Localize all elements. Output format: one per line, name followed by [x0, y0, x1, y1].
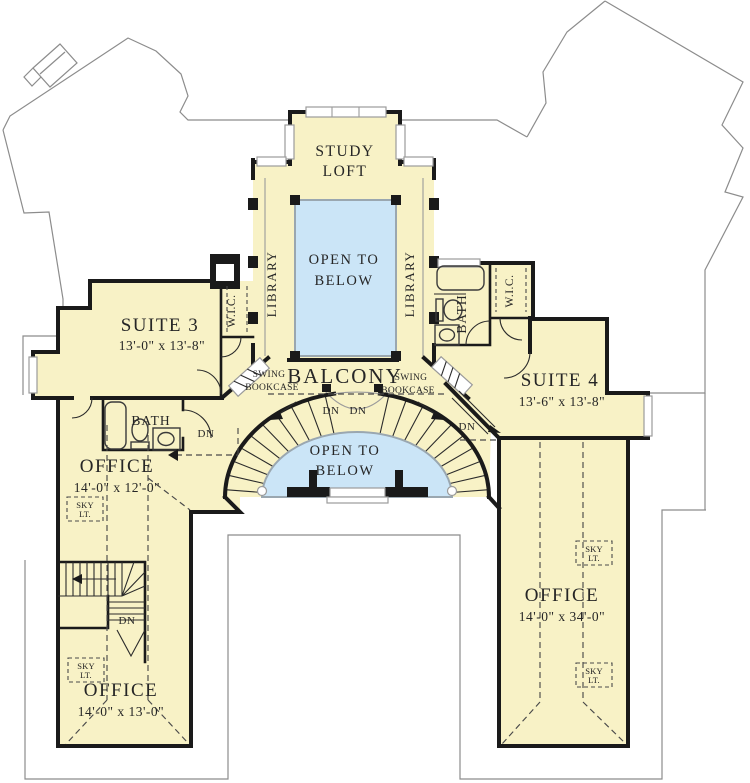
- labels-layer: STUDY LOFT OPEN TO BELOW LIBRARY LIBRARY…: [74, 143, 605, 719]
- label-suite4-name: SUITE 4: [521, 370, 600, 391]
- balcony-front-wall-left: [287, 487, 330, 497]
- bath-right-window: [437, 258, 481, 268]
- foyer-window: [329, 487, 386, 498]
- label-sky-3b: LT.: [588, 553, 600, 563]
- label-open-below-upper-1: OPEN TO: [309, 252, 380, 268]
- label-study-loft-2: LOFT: [323, 163, 368, 180]
- dn-arrow-left-path: [168, 449, 178, 461]
- label-swing-left-1: SWING: [253, 370, 286, 380]
- label-office-ll-name: OFFICE: [84, 680, 158, 701]
- stair-direction-arrow-left: [270, 412, 283, 420]
- label-office-ul-dims: 14'-0" x 12'-0": [74, 480, 160, 495]
- label-open-below-upper-2: BELOW: [314, 273, 373, 289]
- study-bay-window: [305, 106, 387, 118]
- tub-right: [436, 265, 485, 291]
- newel-post-left: [256, 485, 268, 497]
- label-swing-left-2: BOOKCASE: [245, 383, 299, 393]
- toilet-tank-right: [435, 298, 444, 322]
- stair-treads-right: [379, 394, 489, 494]
- dn-corridor-right: [451, 390, 501, 441]
- balcony-front-wall-right: [385, 487, 428, 497]
- open-to-below-upper-area: [294, 199, 397, 357]
- dashed-layer: [65, 268, 627, 745]
- label-library-right: LIBRARY: [402, 251, 417, 318]
- label-dn-office-path: DN: [198, 428, 215, 440]
- label-suite3-dims: 13'-0" x 13'-8": [119, 338, 205, 353]
- label-sky-2a: SKY: [77, 661, 95, 671]
- label-office-ll-dims: 14'-0" x 13'-0": [78, 704, 164, 719]
- label-open-below-lower-1: OPEN TO: [310, 443, 381, 459]
- skylight-box-1: [66, 496, 104, 522]
- skylight-box-3: [575, 540, 613, 566]
- label-dn-stair-left: DN: [323, 405, 340, 417]
- label-bath-right: BATH: [454, 294, 469, 333]
- windows-layer: [28, 106, 653, 437]
- suite3-bay-window: [28, 356, 38, 394]
- newel-post-right: [446, 485, 458, 497]
- suite4-bay-window: [643, 395, 653, 437]
- label-wic-right: W.I.C.: [504, 275, 516, 308]
- label-dn-wing-stairs: DN: [119, 615, 136, 627]
- label-dn-stair-right: DN: [350, 405, 367, 417]
- label-sky-1b: LT.: [79, 509, 91, 519]
- label-sky-3a: SKY: [585, 544, 603, 554]
- swing-bookcase-right-shape: [430, 355, 474, 397]
- vanity-left: [152, 427, 181, 451]
- stair-treads-left: [225, 394, 335, 494]
- label-sky-2b: LT.: [80, 670, 92, 680]
- chimney-outline: [23, 43, 78, 88]
- stair-door-chevron: [116, 629, 146, 658]
- label-balcony: BALCONY: [287, 364, 403, 388]
- dn-arrow-right: [488, 425, 501, 433]
- label-office-ul-name: OFFICE: [80, 456, 154, 477]
- fixtures-layer: [104, 254, 485, 451]
- skylight-box-4: [575, 662, 613, 688]
- label-office-r-dims: 14'-0" x 34'-0": [519, 609, 605, 624]
- label-suite4-dims: 13'-6" x 13'-8": [519, 394, 605, 409]
- label-library-left: LIBRARY: [264, 251, 279, 318]
- label-sky-4b: LT.: [588, 675, 600, 685]
- label-swing-right-1: SWING: [395, 373, 428, 383]
- label-suite3-name: SUITE 3: [121, 315, 200, 336]
- left-wing-stairs: [58, 561, 146, 658]
- label-sky-1a: SKY: [76, 500, 94, 510]
- upper-open-area: [248, 178, 439, 361]
- doors-layer: [71, 317, 531, 439]
- label-study-loft-1: STUDY: [315, 143, 374, 160]
- label-wic-left: W.I.C.: [226, 295, 238, 328]
- label-sky-4a: SKY: [585, 666, 603, 676]
- label-swing-right-2: BOOKCASE: [381, 386, 435, 396]
- stair-direction-arrow-right: [431, 412, 444, 420]
- label-bath-left: BATH: [131, 413, 170, 428]
- label-dn-corridor: DN: [459, 421, 476, 433]
- tub-left: [104, 401, 127, 450]
- skylight-box-2: [67, 657, 105, 683]
- label-office-r-name: OFFICE: [525, 585, 599, 606]
- curved-stairs: [222, 384, 492, 504]
- label-open-below-lower-2: BELOW: [315, 463, 374, 479]
- swing-bookcase-left-shape: [227, 356, 271, 398]
- stair-outer-wall-left: [222, 391, 337, 500]
- stair-outer-wall-right: [377, 391, 492, 500]
- vanity-right: [434, 324, 460, 346]
- stair-arrow-left-wing: [72, 574, 82, 584]
- toilet-right: [443, 299, 463, 321]
- terrace-outline: [24, 393, 706, 780]
